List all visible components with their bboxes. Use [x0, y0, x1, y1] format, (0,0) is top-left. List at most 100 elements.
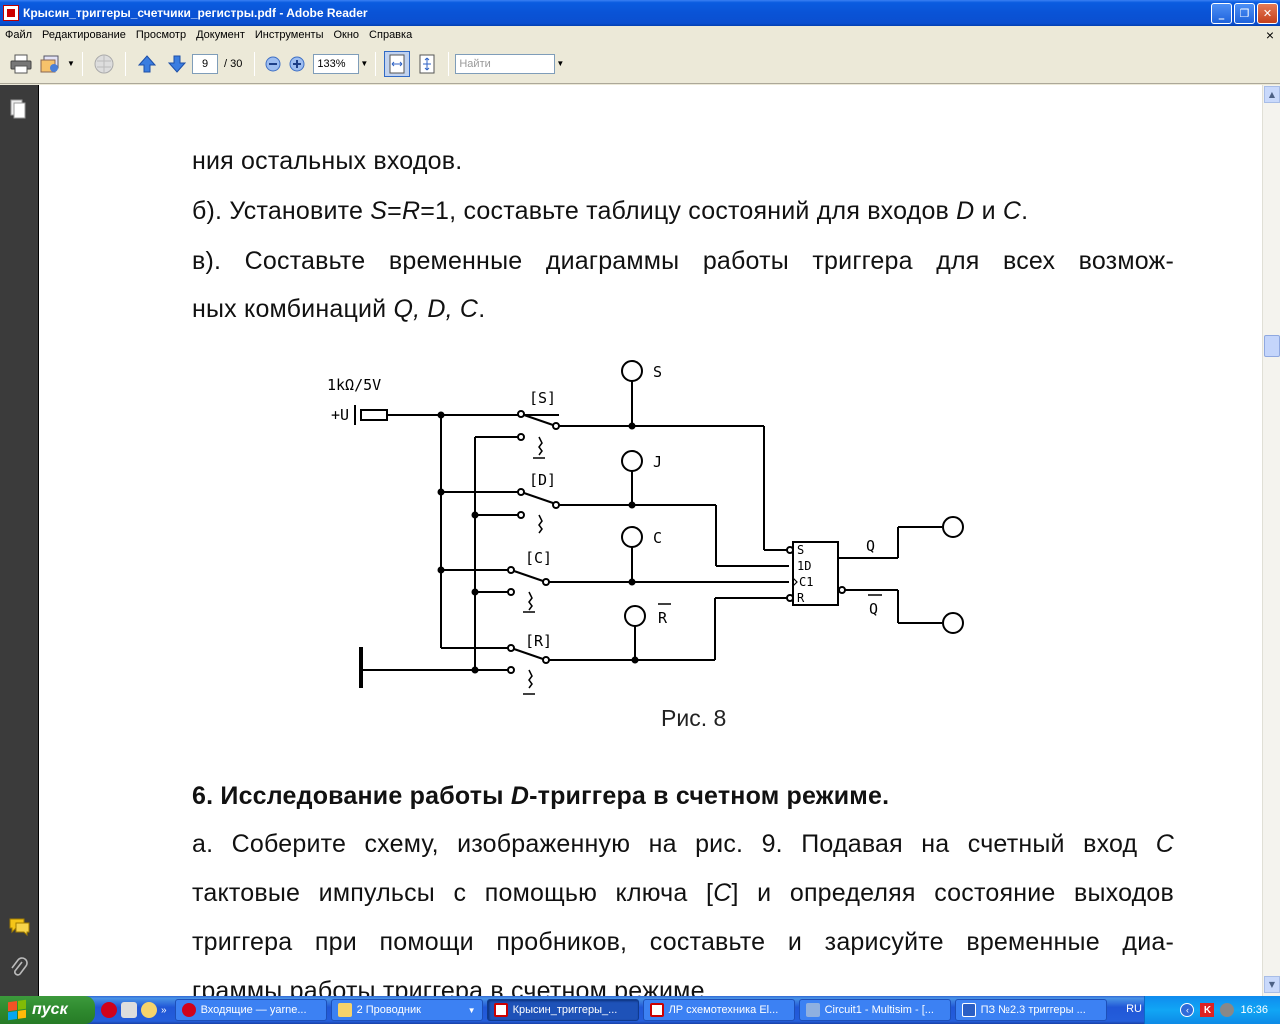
- tray-expand-icon[interactable]: ‹: [1180, 1003, 1195, 1017]
- zoom-dropdown-icon[interactable]: ▼: [360, 59, 369, 68]
- zoom-in-button[interactable]: [287, 51, 307, 77]
- volume-icon[interactable]: [1220, 1003, 1235, 1017]
- document-view[interactable]: ния остальных входов. б). Установите S=R…: [38, 85, 1262, 1005]
- switch-c-label: [C]: [525, 549, 552, 567]
- probe-s: [621, 360, 643, 382]
- opera-icon[interactable]: [101, 1002, 117, 1018]
- probe-c-label: C: [653, 529, 662, 547]
- globe-icon: [94, 54, 114, 73]
- print-button[interactable]: [8, 51, 34, 77]
- scroll-up-icon[interactable]: ▲: [1264, 86, 1280, 103]
- system-tray: ‹ K 16:36: [1144, 996, 1280, 1024]
- para-line-3: триггера при помощи пробников, составьте…: [192, 928, 1174, 956]
- task-word-lab[interactable]: ЛР схемотехника El...: [642, 999, 795, 1021]
- zoom-input[interactable]: 133%: [313, 53, 360, 74]
- clock[interactable]: 16:36: [1240, 1004, 1268, 1016]
- pdf-icon: [649, 1003, 664, 1017]
- folder-icon: [337, 1003, 352, 1017]
- pdf-icon: [493, 1003, 508, 1017]
- doc-line-2: б). Установите S=R=1, составьте таблицу …: [192, 197, 1029, 225]
- vcc-label: +U: [331, 406, 349, 424]
- pin-c1: C1: [799, 575, 813, 589]
- probe-s-label: S: [653, 363, 662, 381]
- title-bar: Крысин_триггеры_счетчики_регистры.pdf - …: [0, 0, 1280, 26]
- page-number-input[interactable]: 9: [192, 53, 218, 74]
- para-line-1: а. Соберите схему, изображенную на рис. …: [192, 830, 1174, 858]
- start-button[interactable]: пуск: [0, 996, 95, 1024]
- next-page-button[interactable]: [164, 51, 190, 77]
- menu-view[interactable]: Просмотр: [135, 29, 187, 41]
- doc-line-1: ния остальных входов.: [192, 147, 463, 175]
- source-label: 1kΩ/5V: [327, 376, 381, 394]
- pin-s: S: [797, 543, 804, 557]
- task-opera-mail[interactable]: Входящие — yarne...: [174, 999, 327, 1021]
- adobe-reader-icon: [3, 5, 19, 21]
- menu-window[interactable]: Окно: [333, 29, 360, 41]
- minimize-button[interactable]: _: [1211, 2, 1232, 24]
- language-indicator[interactable]: RU: [1126, 1003, 1142, 1015]
- output-qbar-terminal: [942, 612, 964, 634]
- resistor: [360, 409, 388, 421]
- window-title: Крысин_триггеры_счетчики_регистры.pdf - …: [23, 6, 368, 20]
- maximize-button[interactable]: ❐: [1234, 2, 1255, 24]
- menu-edit[interactable]: Редактирование: [42, 29, 126, 41]
- antivirus-icon[interactable]: K: [1200, 1003, 1215, 1017]
- search-input[interactable]: Найти: [455, 53, 556, 74]
- pin-1d: 1D: [797, 559, 811, 573]
- switch-d-label: [D]: [529, 471, 556, 489]
- quick-launch-more-icon[interactable]: »: [161, 1004, 167, 1016]
- opera-icon: [181, 1003, 196, 1017]
- collaborate-button[interactable]: [91, 51, 117, 77]
- search-dropdown-icon[interactable]: ▼: [556, 59, 565, 68]
- doc-line-3: в). Составьте временные диаграммы работы…: [192, 247, 1174, 275]
- email-button[interactable]: [38, 51, 64, 77]
- d-flipflop: [792, 541, 839, 606]
- document-close-icon[interactable]: ×: [1265, 27, 1274, 43]
- section-heading: 6. Исследование работы D-триггера в счет…: [192, 782, 890, 810]
- menu-help[interactable]: Справка: [369, 29, 413, 41]
- toolbar: ▼ 9 / 30 133% ▼: [0, 44, 1280, 84]
- probe-r-label: R: [658, 609, 668, 627]
- circuit-diagram: 1kΩ/5V +U [S] [D]: [327, 360, 964, 731]
- navigation-pane: [0, 85, 38, 996]
- switch-r-label: [R]: [525, 632, 552, 650]
- switch-s-label: [S]: [529, 389, 556, 407]
- task-word-doc[interactable]: ПЗ №2.3 триггеры ...: [954, 999, 1107, 1021]
- task-multisim[interactable]: Circuit1 - Multisim - [...: [798, 999, 951, 1021]
- task-adobe-reader[interactable]: Крысин_триггеры_...: [486, 999, 639, 1021]
- email-dropdown-icon[interactable]: ▼: [67, 59, 75, 68]
- fit-width-button[interactable]: [384, 50, 411, 77]
- attachments-icon[interactable]: [10, 957, 28, 979]
- pages-icon[interactable]: [10, 99, 26, 119]
- menu-file[interactable]: Файл: [5, 29, 33, 41]
- scroll-down-icon[interactable]: ▼: [1264, 976, 1280, 993]
- vertical-scrollbar[interactable]: ▲ ▼: [1262, 85, 1280, 996]
- comments-icon[interactable]: [8, 917, 30, 937]
- envelope-stack-icon: [40, 55, 59, 72]
- output-q-terminal: [942, 516, 964, 538]
- page-total: / 30: [224, 57, 243, 70]
- zoom-out-button[interactable]: [263, 51, 283, 77]
- windows-flag-icon: [8, 999, 26, 1021]
- printer-icon: [10, 54, 32, 73]
- doc-line-4: ных комбинаций Q, D, C.: [192, 295, 486, 323]
- arrow-down-icon: [167, 55, 187, 73]
- output-q-label: Q: [866, 537, 875, 555]
- group-dropdown-icon: ▼: [467, 1005, 476, 1015]
- quick-launch: »: [95, 1002, 173, 1018]
- previous-page-button[interactable]: [134, 51, 160, 77]
- word-icon: [961, 1003, 976, 1017]
- fit-page-button[interactable]: [414, 51, 440, 77]
- task-explorer[interactable]: 2 Проводник ▼: [330, 999, 483, 1021]
- close-button[interactable]: ✕: [1257, 2, 1278, 24]
- menu-tools[interactable]: Инструменты: [254, 29, 324, 41]
- notepad-icon[interactable]: [121, 1002, 137, 1018]
- clock-app-icon[interactable]: [141, 1002, 157, 1018]
- menu-bar: Файл Редактирование Просмотр Документ Ин…: [0, 26, 1280, 44]
- probe-j: [621, 450, 643, 472]
- menu-document[interactable]: Документ: [196, 29, 245, 41]
- figure-caption: Рис. 8: [661, 705, 726, 731]
- zoom-out-icon: [265, 56, 281, 71]
- taskbar: пуск » Входящие — yarne... 2 Проводник ▼…: [0, 996, 1280, 1024]
- scroll-thumb[interactable]: [1264, 335, 1280, 357]
